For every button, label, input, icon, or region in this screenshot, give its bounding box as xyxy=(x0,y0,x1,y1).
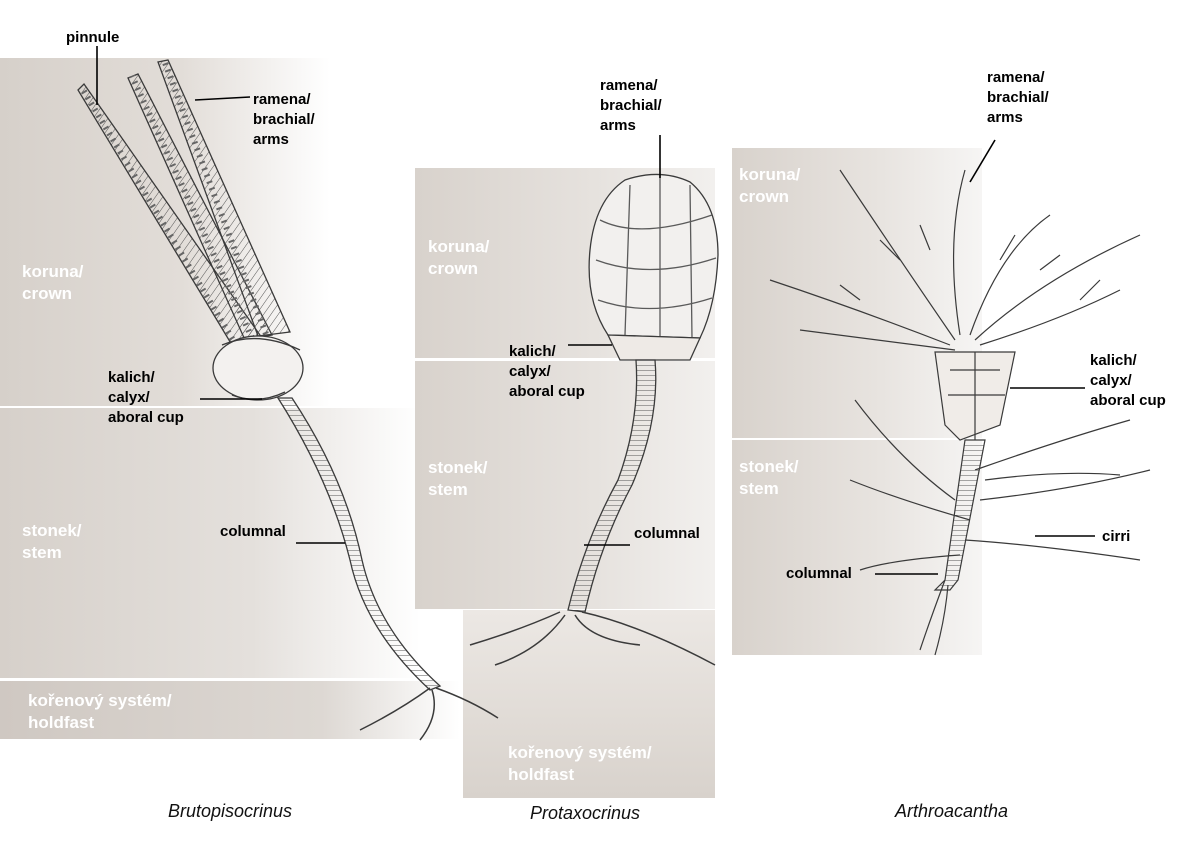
species-name-brutopisocrinus: Brutopisocrinus xyxy=(168,801,293,821)
species-name-protaxocrinus: Protaxocrinus xyxy=(530,803,641,823)
brutopisocrinus-holdfast-zone xyxy=(0,681,460,739)
protaxocrinus-calyx xyxy=(606,334,701,361)
protaxocrinus-calyx-label: kalich/ calyx/ aboral cup xyxy=(509,343,585,400)
arthroacantha-arm xyxy=(969,214,1051,336)
arthroacantha-drawing xyxy=(769,169,1151,656)
arthroacantha-stem-zone xyxy=(732,440,982,655)
species-name-arthroacantha: Arthroacantha xyxy=(895,801,1009,821)
protaxocrinus-stem-zone xyxy=(415,361,715,609)
protaxocrinus-holdfast-label: kořenový systém/ holdfast xyxy=(508,743,652,784)
protaxocrinus-arms-label: ramena/ brachial/ arms xyxy=(600,77,662,134)
brutopisocrinus-holdfast xyxy=(359,687,499,741)
brutopisocrinus-stem-label: stonek/ stem xyxy=(22,521,82,562)
arthroacantha-arm xyxy=(953,169,966,336)
arthroacantha-cirri-label: cirri xyxy=(1102,528,1131,545)
arthroacantha-stem xyxy=(933,439,986,591)
brutopisocrinus-calyx xyxy=(212,335,304,401)
brutopisocrinus-holdfast-label: kořenový systém/ holdfast xyxy=(28,691,172,732)
arthroacantha-arm xyxy=(979,289,1121,346)
arthroacantha-arm xyxy=(974,234,1141,341)
brutopisocrinus-arms-label: ramena/ brachial/ arms xyxy=(253,91,315,148)
protaxocrinus-holdfast xyxy=(469,611,716,666)
brutopisocrinus-columnal-label: columnal xyxy=(220,523,286,540)
arthroacantha-stem-label: stonek/ stem xyxy=(739,457,799,498)
protaxocrinus-columnal-label: columnal xyxy=(634,525,700,542)
arthroacantha-arm xyxy=(769,279,951,346)
protaxocrinus-holdfast-zone xyxy=(463,610,715,798)
arthroacantha-columnal-label: columnal xyxy=(786,565,852,582)
arthroacantha-arm xyxy=(799,329,956,351)
leader-lines xyxy=(96,46,1095,575)
arthroacantha-arm xyxy=(839,169,956,341)
brutopisocrinus-drawing xyxy=(77,58,499,741)
arthroacantha-arms-leader xyxy=(969,139,996,183)
arthroacantha-crown-label: koruna/ crown xyxy=(739,165,801,206)
protaxocrinus-crown xyxy=(588,173,719,339)
arthroacantha-arms-label: ramena/ brachial/ arms xyxy=(987,69,1049,126)
brutopisocrinus-calyx-label: kalich/ calyx/ aboral cup xyxy=(108,369,184,426)
protaxocrinus-crown-label: koruna/ crown xyxy=(428,237,490,278)
brutopisocrinus-crown-label: koruna/ crown xyxy=(22,262,84,303)
arthroacantha-cirri xyxy=(849,399,1151,571)
brutopisocrinus-stem xyxy=(276,397,442,691)
protaxocrinus-stem-label: stonek/ stem xyxy=(428,458,488,499)
brutopisocrinus-arms-leader xyxy=(194,96,251,101)
arthroacantha-calyx-label: kalich/ calyx/ aboral cup xyxy=(1090,352,1166,409)
protaxocrinus-drawing xyxy=(469,173,719,666)
pinnule-label: pinnule xyxy=(66,29,120,46)
